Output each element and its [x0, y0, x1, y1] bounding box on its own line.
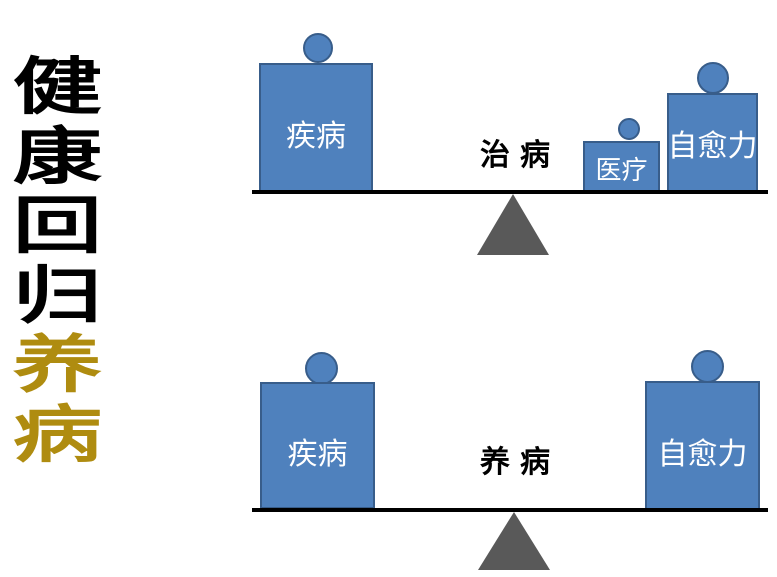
head-circle-icon: [618, 118, 640, 140]
center-label-bottom: 养病: [480, 445, 560, 480]
weight-box-selfheal-bottom: 自愈力: [645, 381, 760, 510]
head-circle-icon: [305, 352, 338, 385]
weight-box-label: 自愈力: [657, 436, 748, 472]
title-char: 回: [12, 189, 102, 262]
bottom-balance-diagram: 疾病 养病 自愈力: [0, 300, 777, 577]
slide-title-vertical: 健 康 回 归 养 病: [12, 52, 103, 469]
title-char-accent: 病: [12, 397, 102, 471]
weight-box-label: 医疗: [595, 156, 648, 186]
title-char-accent: 养: [12, 328, 102, 401]
balance-beam: [252, 508, 768, 512]
head-circle-icon: [303, 33, 333, 63]
top-balance-diagram: 疾病 治病 医疗 自愈力: [252, 33, 768, 255]
balance-beam: [252, 190, 768, 194]
weight-box-disease-bottom: 疾病: [260, 382, 375, 509]
weight-box-disease-top: 疾病: [259, 63, 373, 192]
center-label-top: 治病: [480, 138, 560, 173]
title-char: 康: [12, 119, 102, 193]
title-char: 归: [12, 258, 102, 332]
fulcrum-triangle: [477, 194, 549, 255]
title-char: 健: [12, 50, 102, 123]
weight-box-label: 疾病: [287, 436, 348, 472]
head-circle-icon: [697, 62, 729, 94]
weight-box-label: 自愈力: [667, 128, 758, 164]
weight-box-medical-top: 医疗: [583, 141, 660, 192]
fulcrum-triangle: [478, 512, 550, 570]
head-circle-icon: [691, 350, 724, 383]
weight-box-selfheal-top: 自愈力: [667, 93, 758, 192]
weight-box-label: 疾病: [286, 118, 346, 154]
